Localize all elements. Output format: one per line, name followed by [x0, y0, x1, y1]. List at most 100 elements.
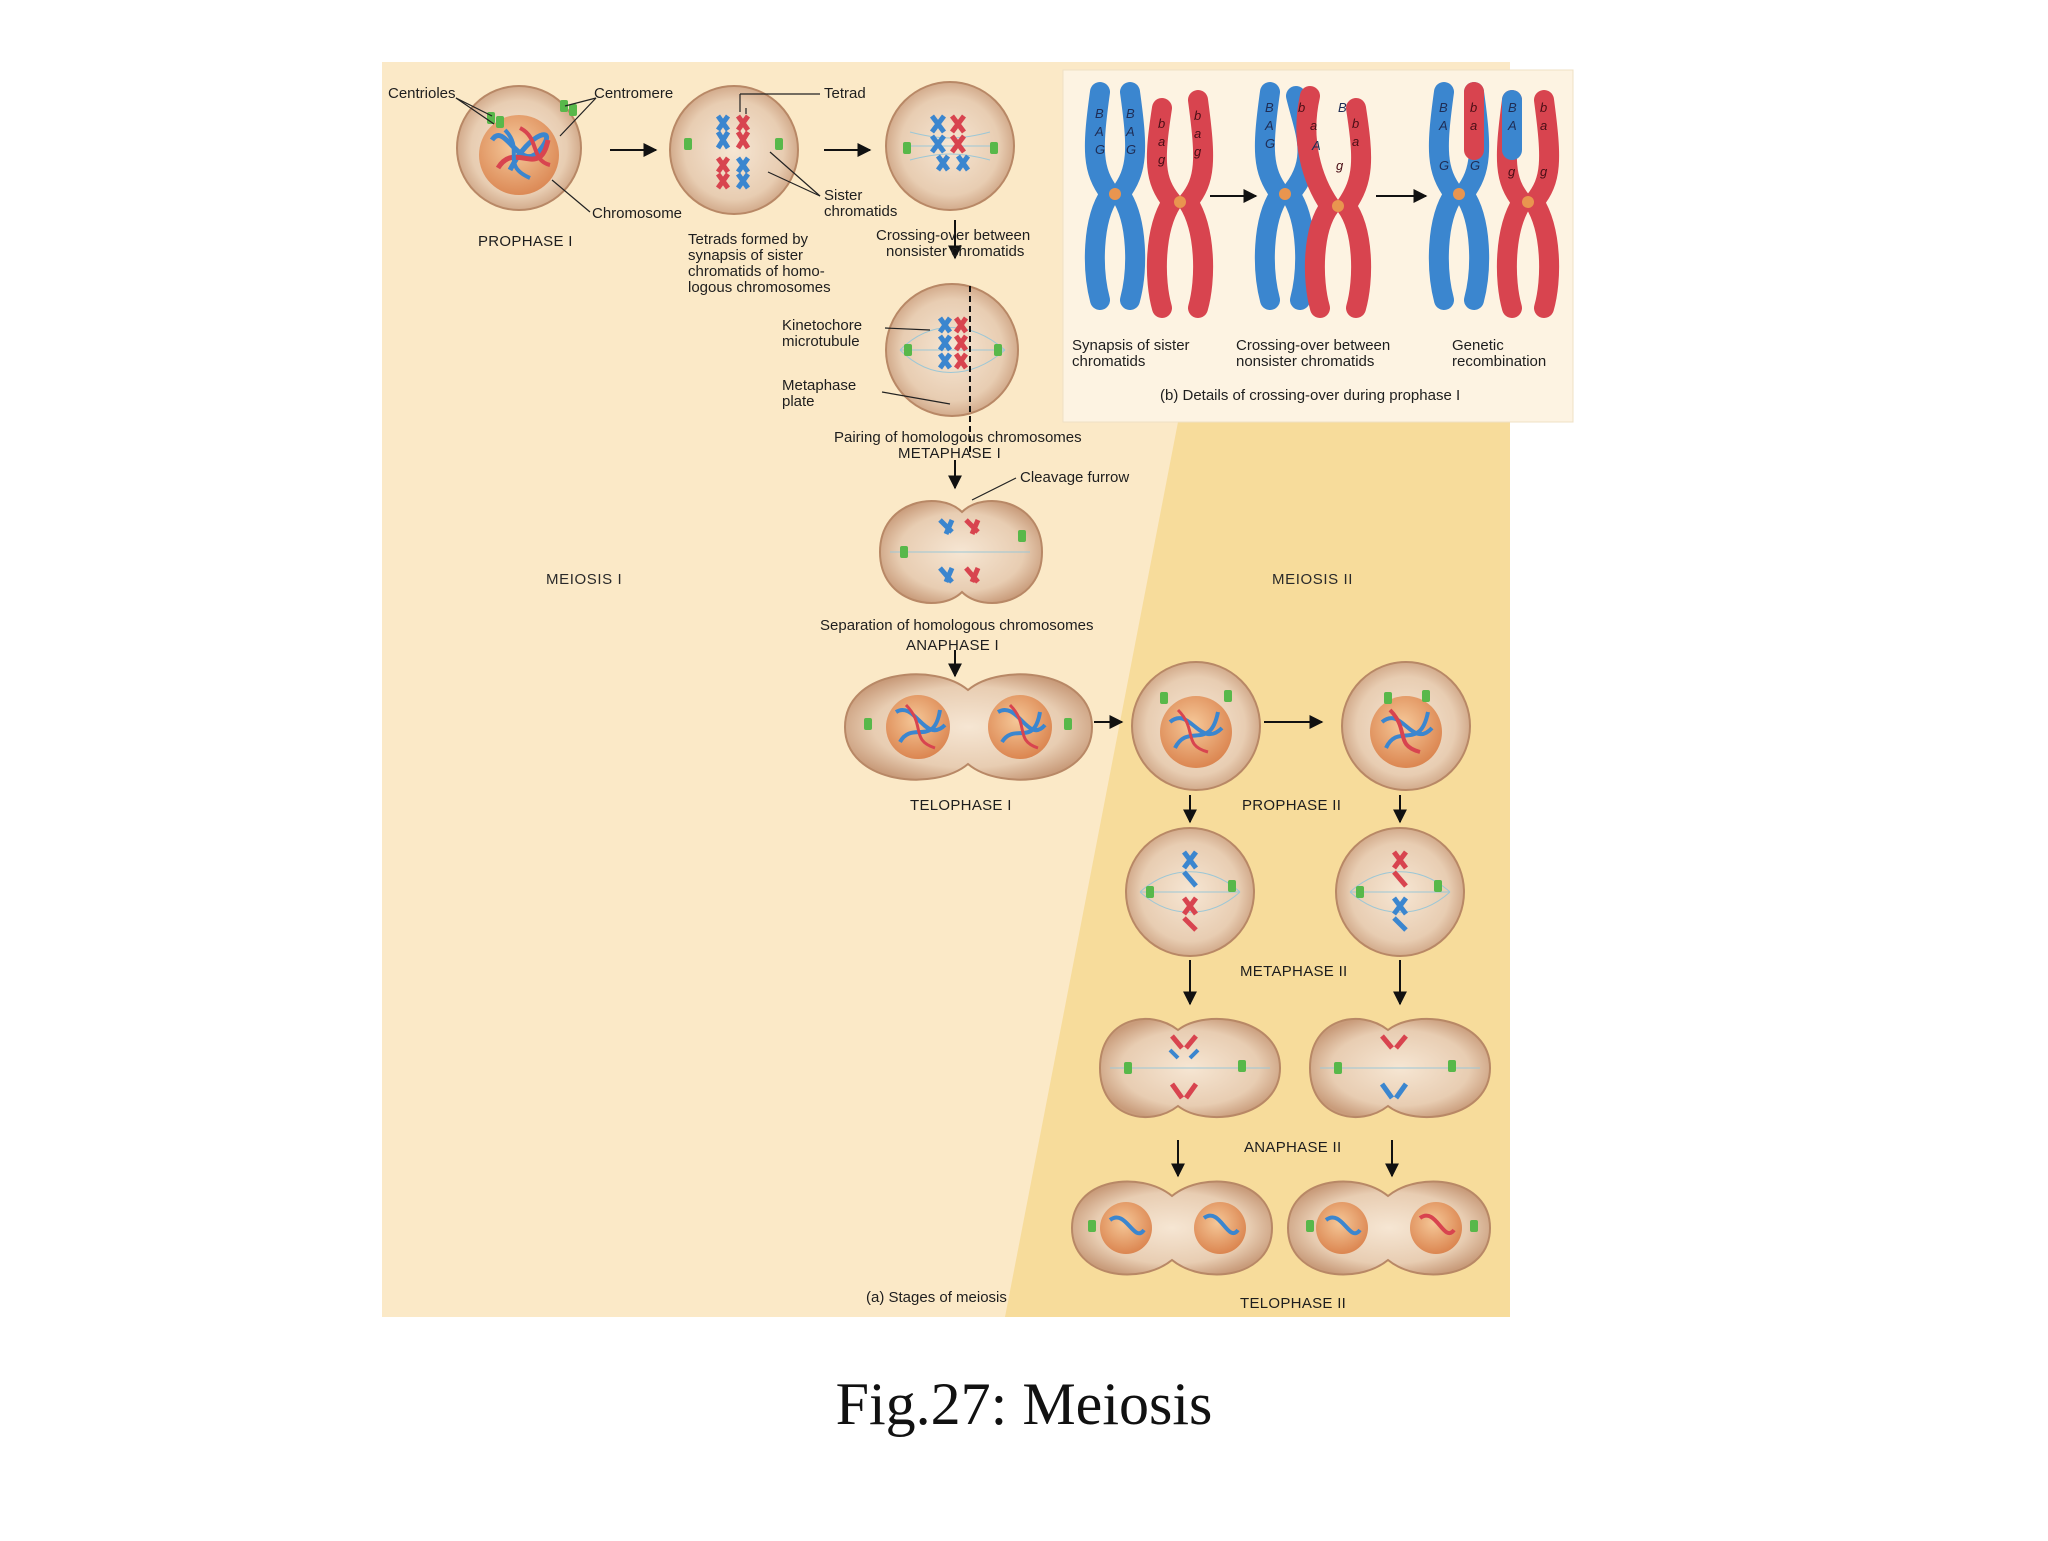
gene-label: A [1438, 118, 1448, 133]
cell-telophase-2-right [1286, 1180, 1492, 1276]
metaphase-plate-label: plate [782, 393, 815, 410]
tetrads-formed-label: logous chromosomes [688, 279, 831, 296]
centrioles-label: Centrioles [388, 85, 456, 102]
gene-label: G [1126, 142, 1136, 157]
panel-b-gene-labels: B A G B A G b a g b a g B A G b a A B b … [1094, 100, 1548, 179]
cell-anaphase-2-right [1308, 1017, 1492, 1119]
section-meiosis-2: MEIOSIS II [1272, 571, 1353, 588]
centromere-label: Centromere [594, 85, 673, 102]
stage-telophase-2: TELOPHASE II [1240, 1295, 1346, 1312]
recombination-label: recombination [1452, 353, 1546, 370]
centriole-icon [1228, 880, 1236, 892]
crossing-label: nonsister chromatids [1236, 353, 1374, 370]
recombination-label: Genetic [1452, 337, 1504, 354]
crossing-over-label: nonsister chromatids [886, 243, 1024, 260]
gene-label: a [1158, 134, 1165, 149]
kinetochore-label: Kinetochore [782, 317, 862, 334]
gene-label: G [1470, 158, 1480, 173]
centriole-icon [1018, 530, 1026, 542]
centriole-icon [1146, 886, 1154, 898]
cell-telophase-2-left [1070, 1180, 1274, 1276]
centriole-icon [1334, 1062, 1342, 1074]
centriole-icon [1384, 692, 1392, 704]
synapsis-label: Synapsis of sister [1072, 337, 1190, 354]
cell-anaphase-2-left [1098, 1017, 1282, 1119]
gene-label: a [1310, 118, 1317, 133]
gene-label: a [1540, 118, 1547, 133]
gene-label: G [1439, 158, 1449, 173]
centriole-icon [1238, 1060, 1246, 1072]
cleavage-furrow-label: Cleavage furrow [1020, 469, 1129, 486]
stage-anaphase-1: ANAPHASE I [906, 637, 999, 654]
metaphase-plate-label: Metaphase [782, 377, 856, 394]
gene-label: A [1094, 124, 1104, 139]
centriole-icon [1088, 1220, 1096, 1232]
gene-label: b [1352, 116, 1359, 131]
gene-label: g [1508, 164, 1516, 179]
panel-a-title: (a) Stages of meiosis [866, 1289, 1007, 1306]
flow-arrows [610, 143, 1407, 1178]
gene-label: b [1194, 108, 1201, 123]
leader-lines [455, 93, 1017, 501]
cell-metaphase-2-right [1335, 827, 1465, 957]
sister-chromatids-label: chromatids [824, 203, 897, 220]
chromosome-label: Chromosome [592, 205, 682, 222]
centriole-icon [684, 138, 692, 150]
cell-prophase-2-left [1131, 661, 1261, 791]
centriole-icon [775, 138, 783, 150]
gene-label: B [1508, 100, 1517, 115]
sister-chromatids-label: Sister [824, 187, 862, 204]
cell-anaphase-1 [878, 500, 1044, 604]
gene-label: g [1194, 144, 1202, 159]
centriole-icon [903, 142, 911, 154]
stage-prophase-2: PROPHASE II [1242, 797, 1341, 814]
tetrads-formed-label: synapsis of sister [688, 247, 803, 264]
centriole-icon [1356, 886, 1364, 898]
crossing-over-label: Crossing-over between [876, 227, 1030, 244]
kinetochore-label: microtubule [782, 333, 860, 350]
gene-label: A [1507, 118, 1517, 133]
gene-label: B [1126, 106, 1135, 121]
stage-metaphase-1: METAPHASE I [898, 445, 1001, 462]
crossing-label: Crossing-over between [1236, 337, 1390, 354]
gene-label: A [1311, 138, 1321, 153]
centriole-icon [1064, 718, 1072, 730]
centriole-icon [560, 100, 577, 116]
panel-b-chromosomes [1084, 82, 1560, 318]
gene-label: B [1338, 100, 1347, 115]
stage-telophase-1: TELOPHASE I [910, 797, 1012, 814]
centriole-icon [1224, 690, 1232, 702]
stage-anaphase-2: ANAPHASE II [1244, 1139, 1342, 1156]
centriole-icon [1448, 1060, 1456, 1072]
centriole-icon [1160, 692, 1168, 704]
cell-metaphase-1 [885, 283, 1019, 456]
cell-prophase-2-right [1341, 661, 1471, 791]
gene-label: a [1352, 134, 1359, 149]
gene-label: G [1265, 136, 1275, 151]
gene-label: b [1298, 100, 1305, 115]
tetrad-label: Tetrad [824, 85, 866, 102]
gene-label: b [1158, 116, 1165, 131]
gene-label: a [1194, 126, 1201, 141]
cell-crossing-over [885, 81, 1015, 211]
gene-label: g [1540, 164, 1548, 179]
section-meiosis-1: MEIOSIS I [546, 571, 622, 588]
cell-prophase-1 [456, 85, 582, 211]
centriole-icon [990, 142, 998, 154]
centriole-icon [1306, 1220, 1314, 1232]
centriole-icon [1470, 1220, 1478, 1232]
tetrads-formed-label: Tetrads formed by [688, 231, 809, 248]
cell-telophase-1 [843, 673, 1094, 781]
synapsis-label: chromatids [1072, 353, 1145, 370]
gene-label: B [1439, 100, 1448, 115]
centriole-icon [904, 344, 912, 356]
gene-label: b [1470, 100, 1477, 115]
gene-label: B [1095, 106, 1104, 121]
gene-label: g [1336, 158, 1344, 173]
centriole-icon [864, 718, 872, 730]
gene-label: A [1125, 124, 1135, 139]
pairing-label: Pairing of homologous chromosomes [834, 429, 1082, 446]
cell-metaphase-2-left [1125, 827, 1255, 957]
